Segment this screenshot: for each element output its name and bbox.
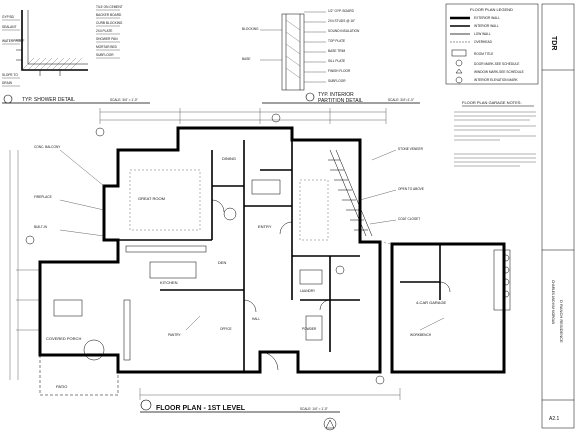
svg-text:OVERHEAD: OVERHEAD bbox=[474, 40, 493, 44]
svg-text:MORTAR BED: MORTAR BED bbox=[96, 45, 118, 49]
svg-text:WORKBENCH: WORKBENCH bbox=[410, 333, 432, 337]
svg-text:1/2" GYP. BOARD: 1/2" GYP. BOARD bbox=[328, 9, 355, 13]
svg-text:DRAIN: DRAIN bbox=[2, 81, 13, 85]
garage-notes: FLOOR PLAN GARAGE NOTES: bbox=[454, 100, 536, 167]
legend-door-mark: DOOR MARK-SEE SCHEDULE bbox=[474, 62, 519, 66]
svg-text:CONC. BALCONY: CONC. BALCONY bbox=[34, 145, 61, 149]
svg-text:SHOWER PAN: SHOWER PAN bbox=[96, 37, 118, 41]
svg-text:POWDER: POWDER bbox=[302, 327, 317, 331]
room-covered-porch: COVERED PORCH bbox=[46, 336, 81, 341]
sheet-number: A2.1 bbox=[549, 416, 560, 422]
plan-title: FLOOR PLAN - 1ST LEVEL bbox=[156, 405, 246, 412]
svg-text:STONE VENEER: STONE VENEER bbox=[398, 147, 424, 151]
svg-text:BLOCKING: BLOCKING bbox=[242, 27, 259, 31]
svg-text:OFFICE: OFFICE bbox=[220, 327, 232, 331]
svg-text:HALL: HALL bbox=[252, 317, 260, 321]
svg-text:EXTERIOR WALL: EXTERIOR WALL bbox=[474, 16, 500, 20]
notes-title: FLOOR PLAN GARAGE NOTES: bbox=[462, 100, 522, 105]
svg-text:SUBFLOOR: SUBFLOOR bbox=[328, 79, 346, 83]
shower-detail: TILE ON CEMENT BACKER BOARD CURB BLOCKING… bbox=[2, 5, 150, 104]
svg-text:TILE ON CEMENT: TILE ON CEMENT bbox=[96, 5, 123, 9]
main-plan: GREAT ROOM KITCHEN DEN ENTRY 4-CAR GARAG… bbox=[9, 108, 511, 400]
room-dining: DINING bbox=[222, 156, 236, 161]
svg-text:TOP PLATE: TOP PLATE bbox=[328, 39, 345, 43]
shower-detail-scale: SCALE: 3/4" = 1'-0" bbox=[110, 98, 138, 102]
plan-title-block: FLOOR PLAN - 1ST LEVEL SCALE: 1/4" = 1'-… bbox=[140, 399, 340, 431]
svg-text:INTERIOR WALL: INTERIOR WALL bbox=[474, 24, 499, 28]
plan-scale: SCALE: 1/4" = 1'-0" bbox=[300, 407, 328, 411]
svg-text:FINISH FLOOR: FINISH FLOOR bbox=[328, 69, 351, 73]
svg-text:LAUNDRY: LAUNDRY bbox=[300, 289, 316, 293]
legend-window-mark: WINDOW MARK-SEE SCHEDULE bbox=[474, 70, 524, 74]
partition-detail-scale: SCALE: 3/4"=1'-0" bbox=[388, 98, 414, 102]
kitchen-island bbox=[149, 261, 197, 279]
floor-plan-legend: FLOOR PLAN LEGEND EXTERIOR WALL INTERIOR … bbox=[445, 3, 539, 85]
svg-text:FIREPLACE: FIREPLACE bbox=[34, 195, 52, 199]
legend-title: FLOOR PLAN LEGEND bbox=[470, 7, 513, 12]
project-owner: CHARLES AND KIM MORGAN bbox=[551, 280, 555, 325]
svg-text:PANTRY: PANTRY bbox=[168, 333, 182, 337]
door-swings bbox=[211, 199, 451, 371]
project-name: D RANCH RESIDENCE bbox=[559, 300, 564, 343]
room-den: DEN bbox=[218, 260, 227, 265]
svg-text:CURB BLOCKING: CURB BLOCKING bbox=[96, 21, 123, 25]
svg-text:SILL PLATE: SILL PLATE bbox=[328, 59, 345, 63]
svg-text:SEALANT: SEALANT bbox=[2, 25, 17, 29]
firm-logo: TDR bbox=[550, 36, 557, 50]
svg-text:BASE: BASE bbox=[242, 57, 251, 61]
partition-detail-title-2: PARTITION DETAIL bbox=[318, 98, 363, 104]
svg-text:SOUND INSULATION: SOUND INSULATION bbox=[328, 29, 360, 33]
stair bbox=[328, 149, 373, 237]
svg-text:LOW WALL: LOW WALL bbox=[474, 32, 491, 36]
svg-text:BACKER BOARD: BACKER BOARD bbox=[96, 13, 122, 17]
room-kitchen: KITCHEN bbox=[160, 280, 178, 285]
legend-elevation-mark: INTERIOR ELEVATION MARK bbox=[474, 78, 518, 82]
room-garage: 4-CAR GARAGE bbox=[416, 300, 447, 305]
svg-text:SLOPE TO: SLOPE TO bbox=[2, 73, 18, 77]
svg-text:COAT CLOSET: COAT CLOSET bbox=[398, 217, 420, 221]
room-great-room: GREAT ROOM bbox=[138, 196, 165, 201]
svg-text:SUBFLOOR: SUBFLOOR bbox=[96, 53, 114, 57]
svg-text:2X4 PLATE: 2X4 PLATE bbox=[96, 29, 112, 33]
svg-text:BASE TRIM: BASE TRIM bbox=[328, 49, 345, 53]
room-patio: PATIO bbox=[56, 384, 67, 389]
legend-room-title: ROOM TITLE bbox=[474, 52, 493, 56]
svg-text:GYP BD: GYP BD bbox=[2, 15, 15, 19]
svg-text:BUILT-IN: BUILT-IN bbox=[34, 225, 48, 229]
room-entry: ENTRY bbox=[258, 224, 272, 229]
partition-detail-title-1: TYP. INTERIOR bbox=[318, 92, 354, 98]
svg-text:WATERPROOF: WATERPROOF bbox=[2, 39, 25, 43]
partition-detail: 1/2" GYP. BOARD 2X4 STUDS @ 16" SOUND INS… bbox=[242, 9, 420, 104]
shower-detail-title: TYP. SHOWER DETAIL bbox=[22, 97, 75, 103]
svg-text:2X4 STUDS @ 16": 2X4 STUDS @ 16" bbox=[328, 19, 355, 23]
title-block: TDR CHARLES AND KIM MORGAN D RANCH RESID… bbox=[541, 3, 575, 429]
svg-text:OPEN TO ABOVE: OPEN TO ABOVE bbox=[398, 187, 424, 191]
